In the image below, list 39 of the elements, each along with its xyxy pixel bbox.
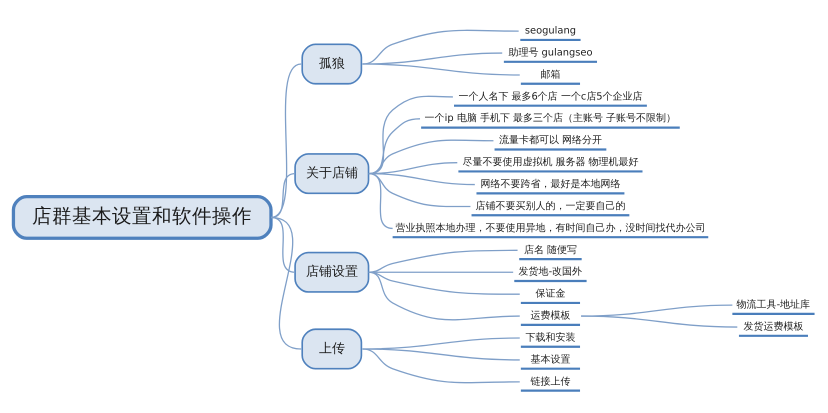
node-text: 物流工具-地址库: [736, 300, 810, 311]
connector: [362, 63, 520, 76]
node-text: 网络不要跨省，最好是本地网络: [480, 178, 620, 190]
connector: [368, 272, 520, 320]
node-text: 一个ip 电脑 手机下 最多三个店（主账号 子账号不限制）: [424, 113, 676, 124]
connector: [581, 315, 738, 328]
node-text: 保证金: [535, 288, 566, 300]
node-text: 发货地-改国外: [518, 266, 582, 278]
node-box: 上传: [301, 328, 362, 370]
connector: [368, 140, 494, 174]
connector: [368, 172, 475, 186]
connector: [368, 250, 518, 273]
connector: [270, 216, 302, 350]
node-box: 店铺设置: [294, 252, 370, 293]
node-text: 助理号 gulangseo: [508, 47, 593, 58]
node-text: 尽量不要使用虚拟机 服务器 物理机最好: [462, 157, 639, 168]
node-text: 营业执照本地办理，不要使用异地，有时间自己办，没时间找代办公司: [395, 222, 706, 234]
connector: [368, 272, 520, 295]
node-text: 发货运费模板: [743, 321, 804, 332]
node-text: 流量卡都可以 网络分开: [498, 135, 602, 146]
node-text: 链接上传: [530, 376, 570, 388]
connector: [368, 272, 514, 273]
connector: [362, 348, 520, 384]
node-text: seogulang: [524, 26, 576, 37]
connector: [368, 172, 393, 230]
node-box: 孤狼: [301, 43, 362, 85]
node-text: 邮箱: [540, 69, 560, 80]
node-text: 一个人名下 最多6个店 一个c店5个企业店: [458, 91, 643, 102]
node-text: 店名 随便写: [524, 244, 578, 256]
connector: [270, 63, 302, 218]
node-text: 运费模板: [530, 310, 570, 322]
node-text: 店铺不要买别人的，一定要自己的: [475, 200, 626, 212]
node-text: 下载和安装: [525, 332, 576, 344]
connector: [270, 216, 296, 273]
connector: [362, 30, 519, 65]
node-box: 关于店铺: [294, 153, 370, 194]
connector: [270, 172, 296, 218]
node-text: 基本设置: [530, 354, 570, 366]
node-box: 店群基本设置和软件操作: [12, 194, 273, 240]
